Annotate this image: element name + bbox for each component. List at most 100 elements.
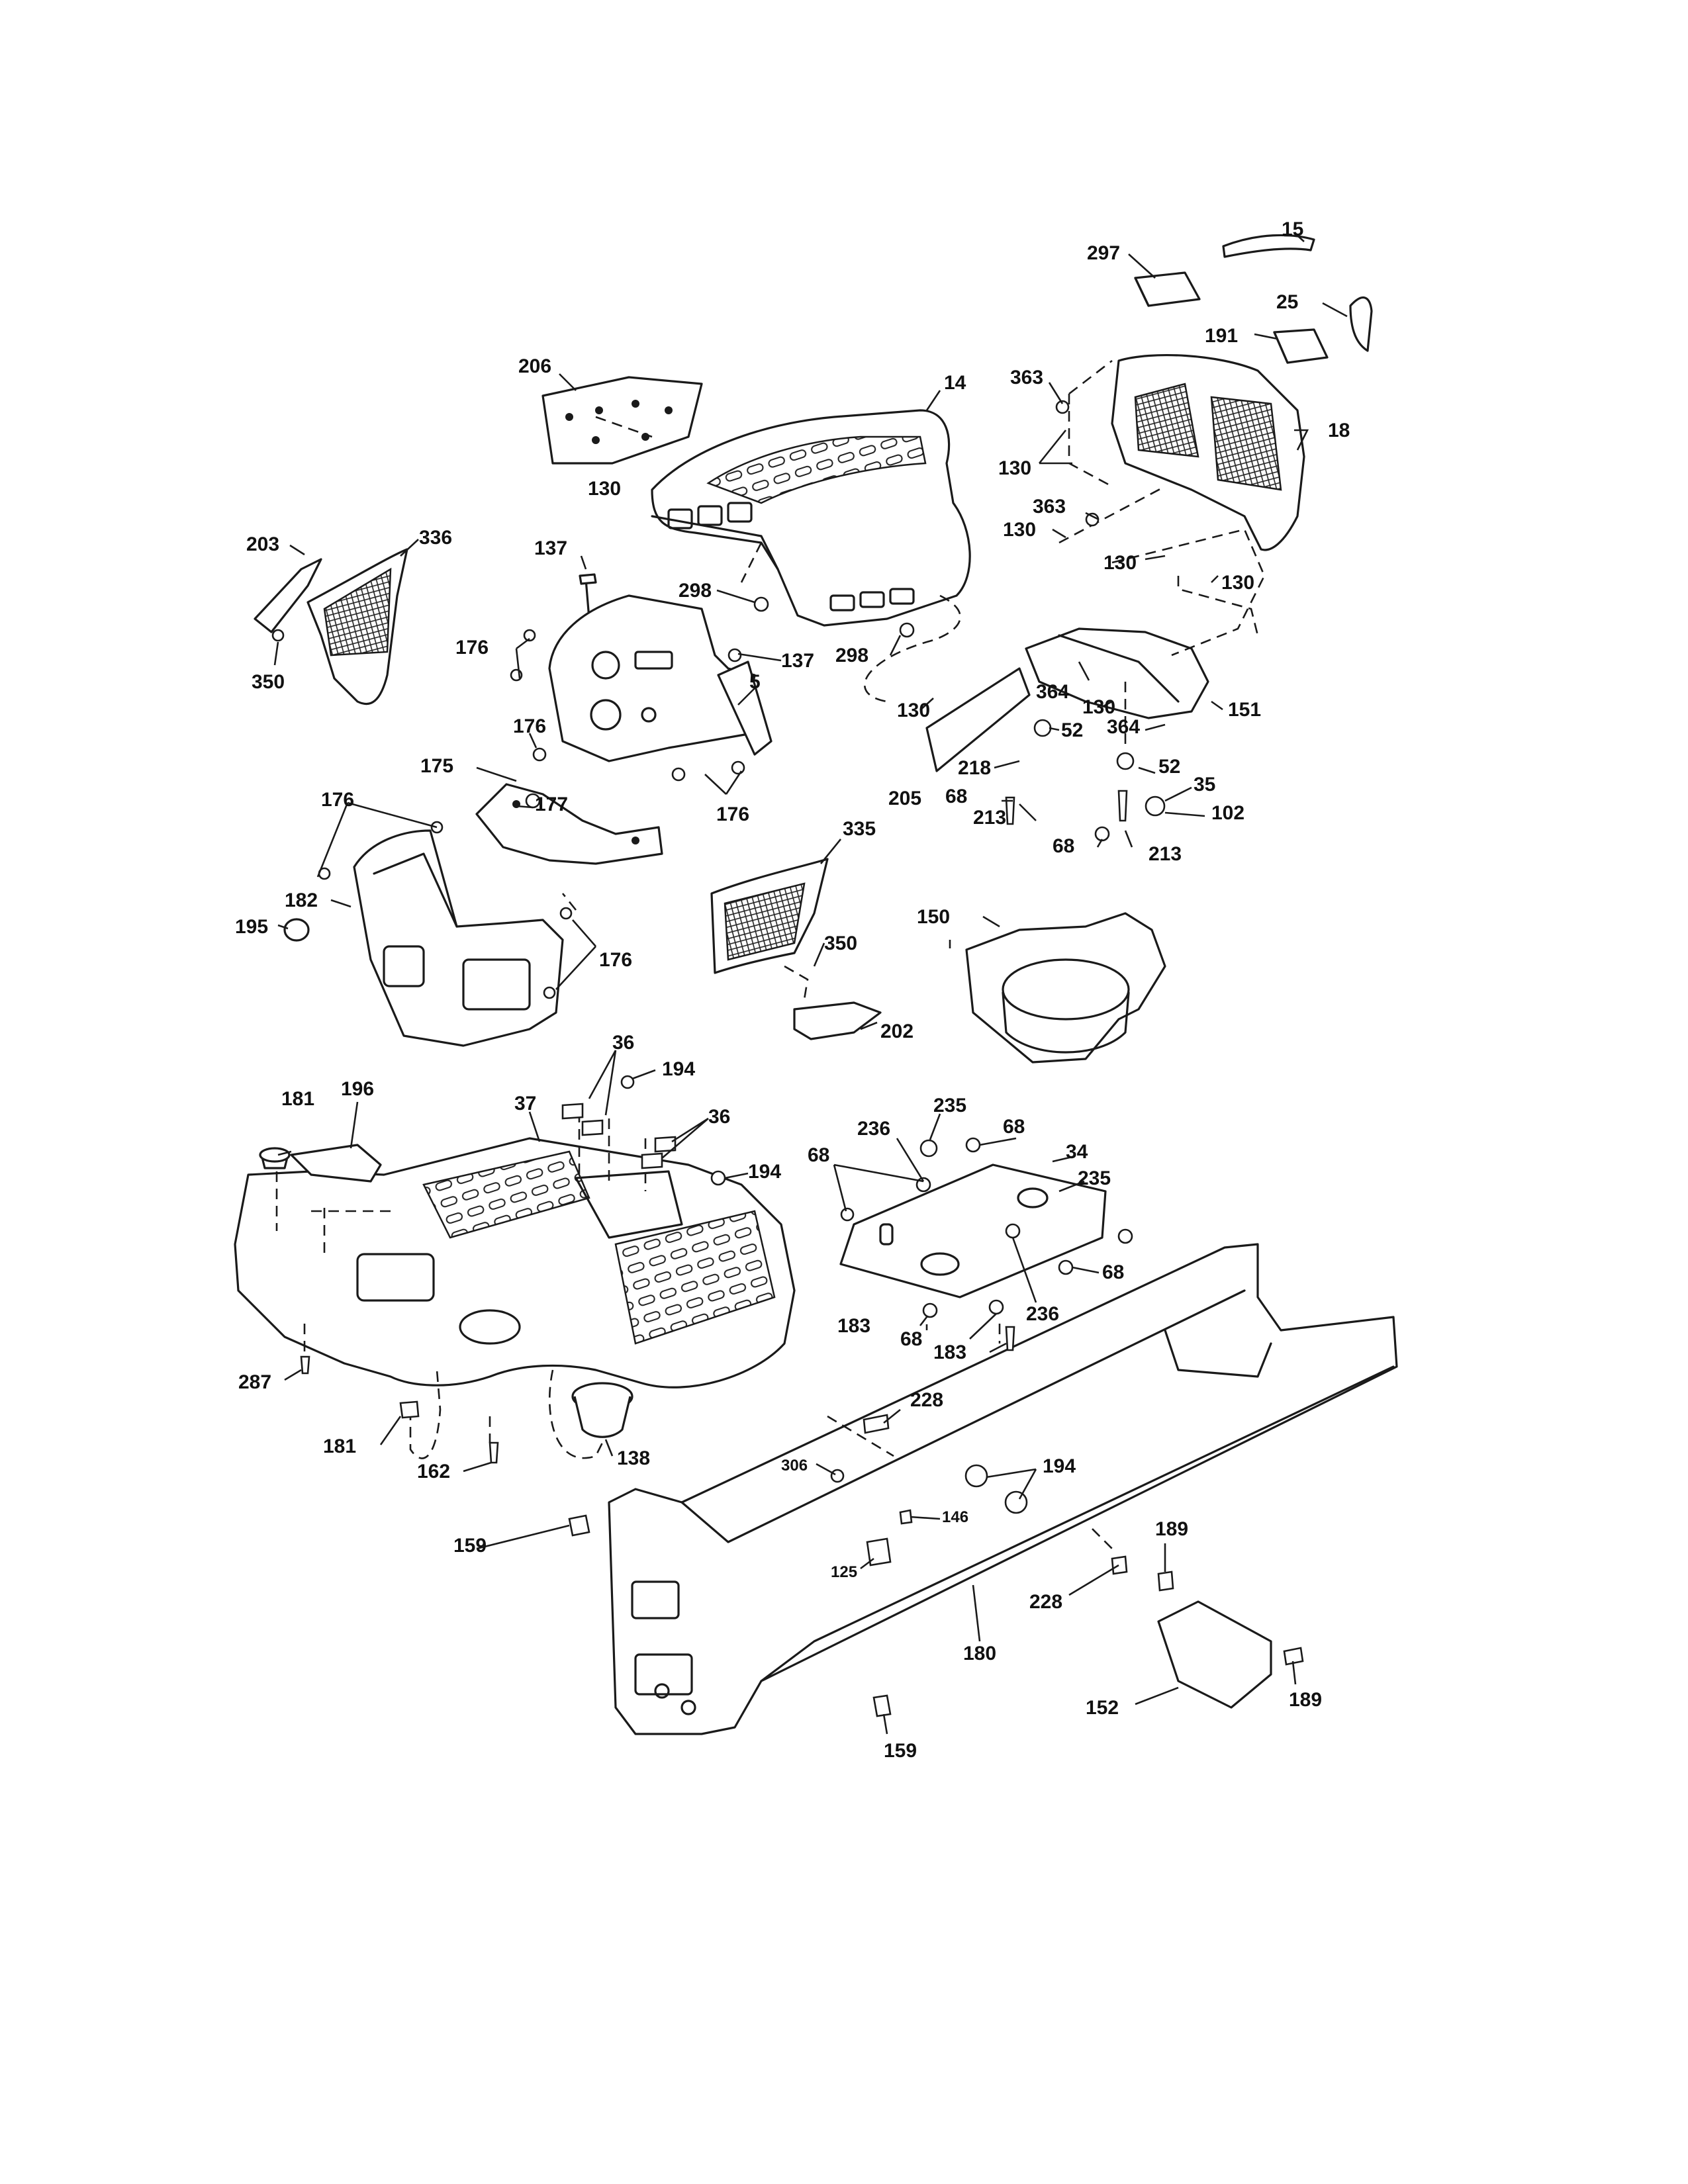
callout-205: 205 [888,788,921,809]
part-335-side-panel [710,858,829,974]
callout-180: 180 [963,1643,996,1664]
part-191-bracket [1273,328,1329,364]
callout-125: 125 [831,1563,857,1581]
callout-297: 297 [1087,242,1120,264]
callout-213: 213 [973,807,1006,829]
callout-35: 35 [1194,774,1215,796]
part-181-bushing [259,1147,291,1169]
callout-138: 138 [617,1447,650,1469]
callout-162: 162 [417,1461,450,1482]
part-205-panel [925,667,1031,772]
callout-196: 196 [341,1078,374,1100]
callout-14: 14 [944,372,966,394]
callout-191: 191 [1205,325,1238,347]
callout-130-d: 130 [1103,552,1137,574]
callout-176-c: 176 [716,803,749,825]
callout-350-b: 350 [824,933,857,954]
callout-236: 236 [857,1118,890,1140]
callout-363: 363 [1010,367,1043,388]
callout-363-b: 363 [1033,496,1066,518]
callout-130-e: 130 [1221,572,1254,594]
callout-335: 335 [843,818,876,840]
callout-306: 306 [781,1457,808,1475]
callout-213-b: 213 [1149,843,1182,865]
part-195-plug [283,918,310,942]
callout-68-c: 68 [1003,1116,1025,1138]
callout-159-b: 159 [884,1740,917,1762]
callout-228-b: 228 [1029,1591,1062,1613]
part-34-plate [839,1163,1107,1298]
callout-181-b: 181 [323,1435,356,1457]
callout-25: 25 [1276,291,1298,313]
callout-189-b: 189 [1289,1689,1322,1711]
callout-36-b: 36 [708,1106,730,1128]
callout-150: 150 [917,906,950,928]
part-151-bracket [1025,627,1209,719]
callout-228: 228 [910,1389,943,1411]
callout-183-b: 183 [933,1342,966,1363]
callout-146: 146 [942,1508,968,1526]
callout-18: 18 [1328,420,1350,441]
callout-68-d: 68 [808,1144,829,1166]
callout-298-b: 298 [835,645,868,666]
part-152-bracket [1157,1600,1272,1709]
callout-68: 68 [945,786,967,807]
callout-176: 176 [455,637,489,659]
alignment-lines [275,359,1266,1549]
callout-130-g: 130 [1082,696,1115,718]
callout-labels: 15 297 25 191 206 14 363 18 130 130 363 … [235,218,1350,1762]
part-37-fender [234,1137,796,1388]
part-150-shroud [965,912,1166,1064]
part-18-grille [1111,354,1305,551]
callout-189: 189 [1155,1518,1188,1540]
callout-68-e: 68 [1102,1261,1124,1283]
callout-52: 52 [1061,719,1083,741]
callout-287: 287 [238,1371,271,1393]
callout-137: 137 [534,537,567,559]
part-175-bracket [475,783,663,865]
callout-236-b: 236 [1026,1303,1059,1325]
part-297-bracket [1134,271,1201,307]
callout-137-b: 137 [781,650,814,672]
callout-34: 34 [1066,1141,1088,1163]
callout-130: 130 [588,478,621,500]
callout-202: 202 [880,1021,914,1042]
fasteners [271,400,1304,1717]
callout-130-f: 130 [897,700,930,721]
callout-206: 206 [518,355,551,377]
part-206-bracket-panel [541,376,703,465]
callout-181: 181 [281,1088,314,1110]
callout-151: 151 [1228,699,1261,721]
callout-336: 336 [419,527,452,549]
callout-68-f: 68 [900,1328,922,1350]
callout-194-c: 194 [1043,1455,1076,1477]
callout-235: 235 [933,1095,966,1116]
callout-194: 194 [662,1058,695,1080]
part-15-headlight-lens [1222,234,1315,258]
callout-364: 364 [1036,681,1069,703]
callout-15: 15 [1282,218,1303,240]
callout-350: 350 [252,671,285,693]
part-14-hood [651,409,971,627]
part-196-bracket [290,1144,382,1183]
callout-176-d: 176 [321,789,354,811]
part-5-bracket [717,660,773,756]
callout-183: 183 [837,1315,870,1337]
callout-203: 203 [246,533,279,555]
callout-176-b: 176 [513,715,546,737]
callout-194-b: 194 [748,1161,781,1183]
callout-130-c: 130 [1003,519,1036,541]
callout-52-b: 52 [1158,756,1180,778]
callout-68-b: 68 [1053,835,1074,857]
callout-235-b: 235 [1078,1167,1111,1189]
part-25-lens [1349,296,1373,352]
callout-159: 159 [453,1535,487,1557]
part-202-bracket [793,1001,882,1040]
callout-195: 195 [235,916,268,938]
part-336-side-panel [306,548,408,705]
callout-5: 5 [749,671,761,693]
callout-182: 182 [285,889,318,911]
callout-177: 177 [535,794,568,815]
callout-298: 298 [679,580,712,602]
callout-130-b: 130 [998,457,1031,479]
